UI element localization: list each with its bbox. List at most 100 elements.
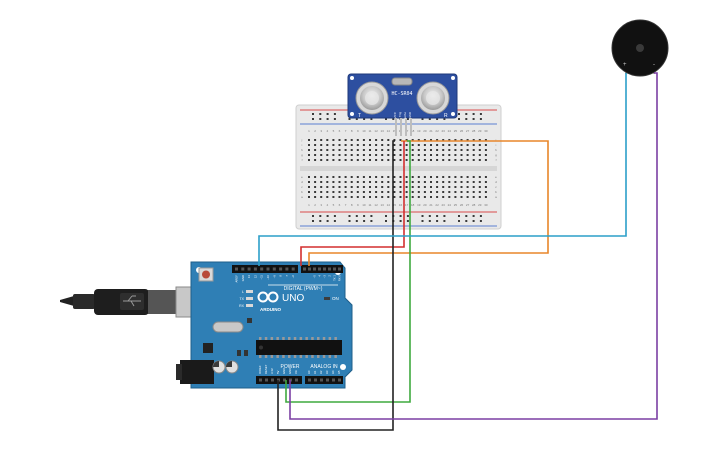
header-pin[interactable] <box>291 267 295 271</box>
breadboard-hole[interactable] <box>350 181 353 183</box>
rail-hole[interactable] <box>406 215 409 217</box>
breadboard-hole[interactable] <box>417 144 420 146</box>
breadboard-hole[interactable] <box>460 191 463 193</box>
breadboard-hole[interactable] <box>381 181 384 183</box>
breadboard-hole[interactable] <box>320 181 323 183</box>
breadboard-hole[interactable] <box>369 196 371 198</box>
breadboard-hole[interactable] <box>411 176 414 178</box>
breadboard-hole[interactable] <box>484 181 487 183</box>
wire-blue-buzzer[interactable] <box>258 73 627 266</box>
header-pin[interactable] <box>318 267 321 271</box>
breadboard-hole[interactable] <box>362 186 365 188</box>
breadboard-hole[interactable] <box>430 186 432 188</box>
breadboard-hole[interactable] <box>448 191 451 193</box>
rail-hole[interactable] <box>443 118 446 120</box>
breadboard-hole[interactable] <box>411 144 414 146</box>
rail-hole[interactable] <box>428 118 431 120</box>
breadboard-hole[interactable] <box>369 186 371 188</box>
breadboard-hole[interactable] <box>332 196 335 198</box>
breadboard-hole[interactable] <box>314 191 317 193</box>
breadboard-hole[interactable] <box>436 154 439 156</box>
breadboard-hole[interactable] <box>417 191 420 193</box>
breadboard-hole[interactable] <box>381 159 384 161</box>
piezo-buzzer[interactable]: + - <box>611 19 669 77</box>
breadboard-hole[interactable] <box>314 159 317 161</box>
breadboard-hole[interactable] <box>448 144 451 146</box>
rail-hole[interactable] <box>312 113 314 115</box>
header-pin[interactable] <box>328 267 331 271</box>
breadboard-hole[interactable] <box>472 186 475 188</box>
breadboard-hole[interactable] <box>344 149 347 151</box>
breadboard-hole[interactable] <box>350 191 353 193</box>
header-pin[interactable] <box>247 267 251 271</box>
sensor-pin[interactable] <box>405 118 407 136</box>
breadboard-hole[interactable] <box>399 191 402 193</box>
breadboard-hole[interactable] <box>411 154 414 156</box>
breadboard-hole[interactable] <box>308 176 310 178</box>
breadboard-hole[interactable] <box>393 154 396 156</box>
rail-hole[interactable] <box>355 220 358 222</box>
breadboard-hole[interactable] <box>417 186 420 188</box>
breadboard-hole[interactable] <box>332 181 335 183</box>
rail-hole[interactable] <box>392 118 395 120</box>
breadboard-hole[interactable] <box>472 139 475 141</box>
breadboard-hole[interactable] <box>442 144 445 146</box>
rail-hole[interactable] <box>355 215 358 217</box>
breadboard-hole[interactable] <box>356 149 359 151</box>
analog-pin[interactable] <box>320 378 323 382</box>
rail-hole[interactable] <box>312 118 314 120</box>
breadboard-hole[interactable] <box>326 149 329 151</box>
wires[interactable] <box>258 72 658 431</box>
breadboard-hole[interactable] <box>375 186 378 188</box>
breadboard-hole[interactable] <box>460 144 463 146</box>
breadboard-hole[interactable] <box>478 176 481 178</box>
breadboard-hole[interactable] <box>466 196 469 198</box>
breadboard-hole[interactable] <box>466 181 469 183</box>
breadboard-hole[interactable] <box>478 139 481 141</box>
breadboard-hole[interactable] <box>399 176 402 178</box>
breadboard-hole[interactable] <box>460 154 463 156</box>
power-pin[interactable] <box>271 378 274 382</box>
breadboard-hole[interactable] <box>332 139 335 141</box>
breadboard-hole[interactable] <box>369 139 371 141</box>
rail-hole[interactable] <box>479 215 482 217</box>
breadboard-hole[interactable] <box>442 139 445 141</box>
rail-hole[interactable] <box>479 113 482 115</box>
rail-hole[interactable] <box>443 215 446 217</box>
breadboard-hole[interactable] <box>362 181 365 183</box>
breadboard-hole[interactable] <box>332 149 335 151</box>
breadboard-hole[interactable] <box>350 149 353 151</box>
breadboard-hole[interactable] <box>356 196 359 198</box>
breadboard-hole[interactable] <box>484 154 487 156</box>
rail-hole[interactable] <box>363 215 366 217</box>
breadboard-hole[interactable] <box>314 149 317 151</box>
breadboard-hole[interactable] <box>484 176 487 178</box>
rail-hole[interactable] <box>443 220 446 222</box>
digital-header[interactable] <box>235 267 341 271</box>
breadboard-hole[interactable] <box>375 154 378 156</box>
breadboard-hole[interactable] <box>411 196 414 198</box>
breadboard-hole[interactable] <box>399 144 402 146</box>
breadboard-hole[interactable] <box>423 144 426 146</box>
header-pin[interactable] <box>266 267 270 271</box>
breadboard-hole[interactable] <box>454 176 457 178</box>
breadboard-hole[interactable] <box>478 196 481 198</box>
breadboard-hole[interactable] <box>308 196 310 198</box>
breadboard-hole[interactable] <box>344 176 347 178</box>
breadboard-hole[interactable] <box>356 154 359 156</box>
breadboard-hole[interactable] <box>417 181 420 183</box>
rail-hole[interactable] <box>312 215 314 217</box>
header-pin[interactable] <box>272 267 276 271</box>
breadboard-hole[interactable] <box>460 186 463 188</box>
breadboard-hole[interactable] <box>460 176 463 178</box>
breadboard-hole[interactable] <box>375 159 378 161</box>
breadboard-hole[interactable] <box>478 191 481 193</box>
breadboard-hole[interactable] <box>356 191 359 193</box>
breadboard-hole[interactable] <box>369 181 371 183</box>
breadboard-hole[interactable] <box>344 154 347 156</box>
wire-black-gnd[interactable] <box>277 140 395 431</box>
breadboard-hole[interactable] <box>393 186 396 188</box>
rail-hole[interactable] <box>458 118 460 120</box>
breadboard-hole[interactable] <box>442 191 445 193</box>
